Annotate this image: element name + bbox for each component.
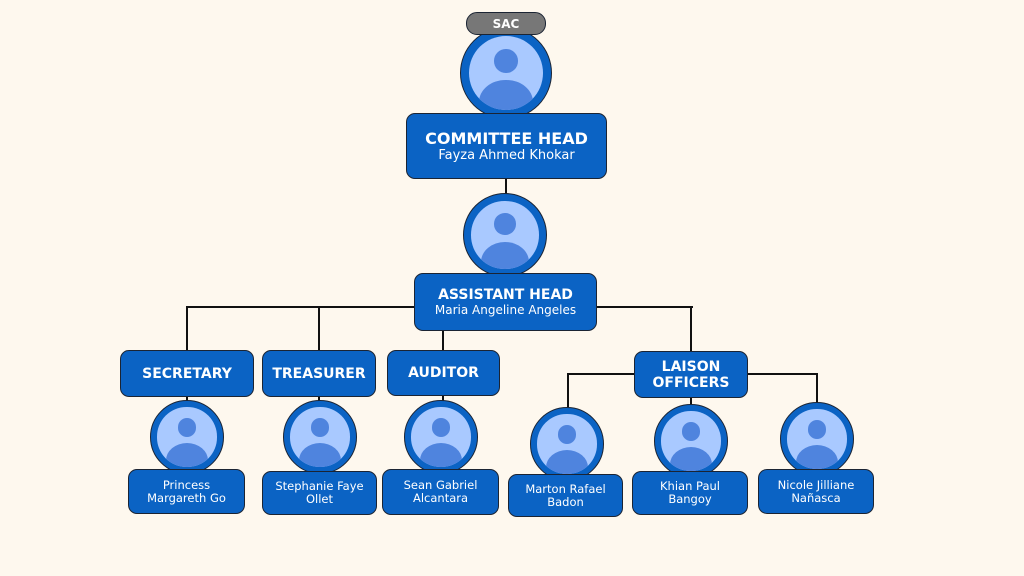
member-box-auditor: Sean Gabriel Alcantara bbox=[382, 469, 499, 515]
avatar-committee-head bbox=[460, 27, 552, 119]
member-name: Stephanie Faye Ollet bbox=[275, 479, 364, 506]
sac-badge: SAC bbox=[466, 12, 546, 35]
avatar-assistant-head bbox=[463, 193, 547, 277]
laison-officers-title: LAISON OFFICERS bbox=[652, 358, 730, 391]
member-name: Khian Paul Bangoy bbox=[660, 479, 720, 506]
member-box-laison-1: Marton Rafael Badon bbox=[508, 474, 623, 517]
connector-line bbox=[186, 306, 188, 351]
member-box-laison-2: Khian Paul Bangoy bbox=[632, 471, 748, 515]
treasurer-title: TREASURER bbox=[272, 365, 366, 382]
committee-head-name: Fayza Ahmed Khokar bbox=[438, 148, 575, 163]
avatar-secretary bbox=[150, 400, 224, 474]
connector-line bbox=[567, 373, 569, 411]
laison-officers-box: LAISON OFFICERS bbox=[634, 351, 748, 398]
member-name: Princess Margareth Go bbox=[147, 477, 226, 505]
avatar-laison-2 bbox=[654, 404, 728, 478]
assistant-head-title: ASSISTANT HEAD bbox=[438, 287, 573, 303]
connector-line bbox=[505, 178, 507, 196]
member-name: Nicole Jilliane Nañasca bbox=[777, 477, 855, 505]
assistant-head-name: Maria Angeline Angeles bbox=[434, 303, 577, 317]
secretary-box: SECRETARY bbox=[120, 350, 254, 397]
treasurer-box: TREASURER bbox=[262, 350, 376, 397]
auditor-title: AUDITOR bbox=[408, 365, 479, 381]
connector-line bbox=[690, 306, 692, 352]
member-name: Sean Gabriel Alcantara bbox=[403, 478, 478, 505]
connector-line bbox=[816, 373, 818, 409]
connector-line bbox=[318, 306, 320, 351]
member-box-treasurer: Stephanie Faye Ollet bbox=[262, 471, 377, 515]
assistant-head-box: ASSISTANT HEAD Maria Angeline Angeles bbox=[414, 273, 597, 331]
connector-line bbox=[690, 397, 692, 407]
committee-head-box: COMMITTEE HEAD Fayza Ahmed Khokar bbox=[406, 113, 607, 179]
avatar-treasurer bbox=[283, 400, 357, 474]
auditor-box: AUDITOR bbox=[387, 350, 500, 396]
committee-head-title: COMMITTEE HEAD bbox=[425, 129, 588, 148]
avatar-laison-1 bbox=[530, 407, 604, 481]
member-name: Marton Rafael Badon bbox=[525, 481, 606, 509]
member-box-secretary: Princess Margareth Go bbox=[128, 469, 245, 514]
member-box-laison-3: Nicole Jilliane Nañasca bbox=[758, 469, 874, 514]
secretary-title: SECRETARY bbox=[142, 365, 232, 382]
connector-line bbox=[442, 330, 444, 351]
avatar-auditor bbox=[404, 400, 478, 474]
avatar-laison-3 bbox=[780, 402, 854, 476]
